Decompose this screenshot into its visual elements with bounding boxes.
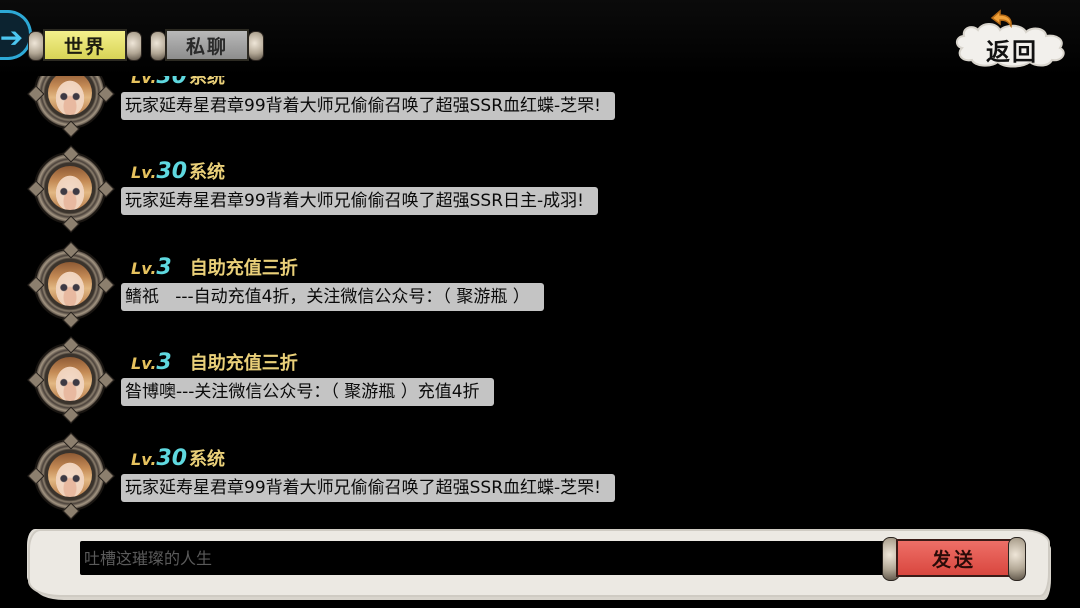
- message-bubble: 鳍祇 ---自动充值4折，关注微信公众号：（ 聚游瓶 ）: [121, 283, 544, 311]
- avatar-image: [48, 357, 92, 401]
- sender-name[interactable]: 自助充值三折: [189, 258, 298, 279]
- arrow-right-icon: ➔: [0, 21, 24, 54]
- return-arrow-icon: [990, 9, 1012, 29]
- send-button-ornament: [1008, 537, 1026, 581]
- chat-message: Lv.3 自助充值三折 昝博噢---关注微信公众号：（ 聚游瓶 ）充值4折: [0, 336, 1080, 438]
- back-button[interactable]: 返回: [952, 6, 1072, 72]
- chat-input-bar: 发送: [0, 525, 1080, 608]
- chat-message-input[interactable]: [80, 541, 900, 575]
- level-number: 30: [156, 159, 188, 184]
- level-number: 3: [156, 350, 172, 375]
- tab-label: 私聊: [165, 29, 249, 61]
- tab-private-chat[interactable]: 私聊: [150, 26, 264, 64]
- back-button-label: 返回: [986, 37, 1038, 66]
- avatar-image: [48, 166, 92, 210]
- cloud-frame-icon: [956, 23, 1065, 68]
- avatar[interactable]: [27, 336, 115, 424]
- chat-message: Lv.3 自助充值三折 鳍祇 ---自动充值4折，关注微信公众号：（ 聚游瓶 ）: [0, 241, 1080, 343]
- sender-name[interactable]: 自助充值三折: [189, 353, 298, 374]
- level-number: 30: [156, 446, 188, 471]
- sender-name[interactable]: 系统: [189, 449, 226, 470]
- tab-ornament: [126, 31, 142, 61]
- send-button[interactable]: 发送: [880, 535, 1028, 581]
- tab-ornament: [248, 31, 264, 61]
- level-number: 3: [156, 255, 172, 280]
- tab-ornament: [28, 31, 44, 61]
- avatar[interactable]: [27, 432, 115, 520]
- send-button-label: 发送: [896, 539, 1012, 577]
- level-prefix: Lv.: [131, 354, 157, 373]
- sender-name[interactable]: 系统: [189, 162, 226, 183]
- avatar-image: [48, 262, 92, 306]
- level-prefix: Lv.: [131, 259, 157, 278]
- avatar[interactable]: [27, 145, 115, 233]
- message-header: Lv.3 自助充值三折: [131, 254, 298, 280]
- tab-ornament: [150, 31, 166, 61]
- avatar[interactable]: [27, 241, 115, 329]
- message-header: Lv.3 自助充值三折: [131, 349, 298, 375]
- chat-header: ➔ 世界 私聊 返回: [0, 0, 1080, 76]
- level-prefix: Lv.: [131, 450, 157, 469]
- message-bubble: 玩家延寿星君章99背着大师兄偷偷召唤了超强SSR日主-成羽!: [121, 187, 598, 215]
- tab-label: 世界: [43, 29, 127, 61]
- level-prefix: Lv.: [131, 163, 157, 182]
- avatar-image: [48, 71, 92, 115]
- message-bubble: 玩家延寿星君章99背着大师兄偷偷召唤了超强SSR血红蝶-芝罘!: [121, 92, 615, 120]
- avatar-image: [48, 453, 92, 497]
- message-bubble: 昝博噢---关注微信公众号：（ 聚游瓶 ）充值4折: [121, 378, 494, 406]
- tab-world[interactable]: 世界: [28, 26, 142, 64]
- message-bubble: 玩家延寿星君章99背着大师兄偷偷召唤了超强SSR血红蝶-芝罘!: [121, 474, 615, 502]
